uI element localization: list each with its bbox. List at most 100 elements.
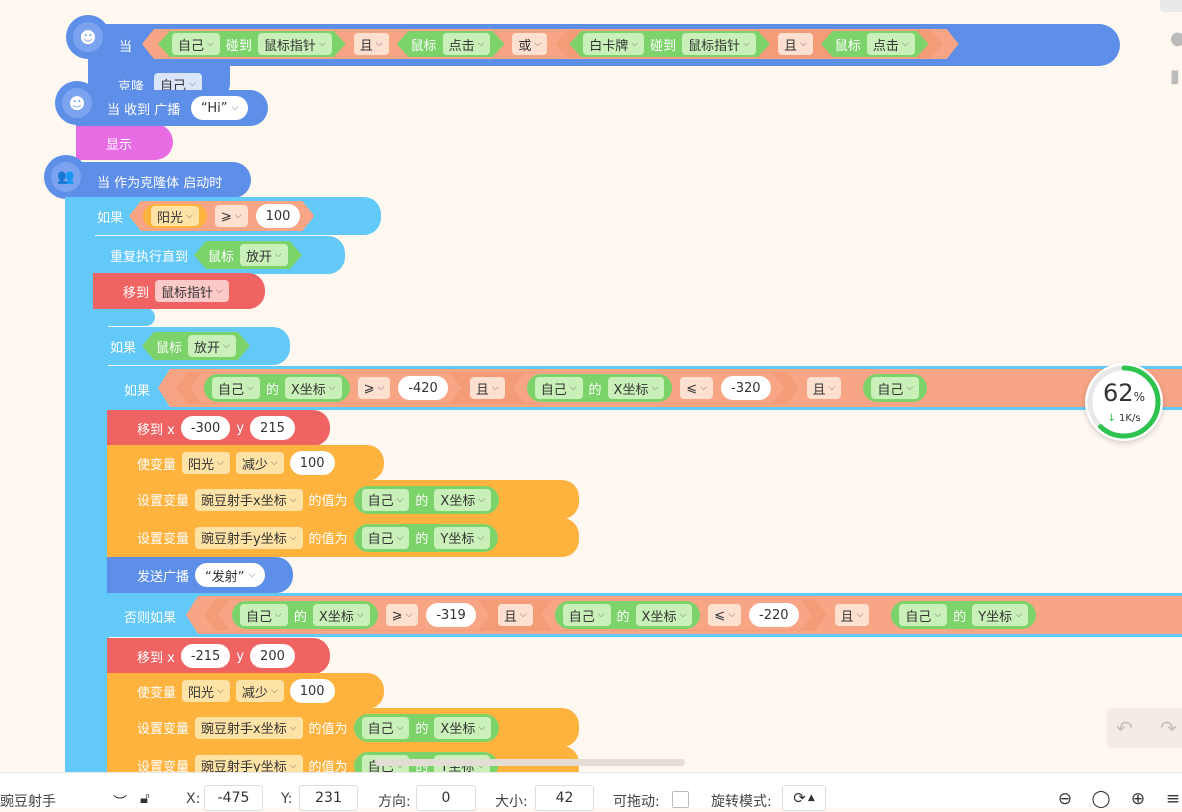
gte-operator-block[interactable]: 阳光⌵ ⩾⌵ 100: [129, 201, 314, 231]
number-input[interactable]: -319: [426, 603, 476, 627]
move-to-block[interactable]: 移到 鼠标指针⌵: [93, 273, 265, 309]
chart-icon[interactable]: ▮: [1170, 66, 1180, 87]
gte-operator-block-2[interactable]: 自己⌵ 的 X坐标⌵ ⩾⌵ -319: [218, 600, 490, 630]
if-else-arm[interactable]: [95, 366, 109, 772]
self-y-reporter[interactable]: 自己⌵: [863, 374, 927, 402]
var-x-dropdown[interactable]: 豌豆射手x坐标⌵: [195, 716, 303, 739]
mouse-pointer-dropdown[interactable]: 鼠标指针⌵: [258, 33, 332, 55]
size-field[interactable]: 42: [535, 785, 594, 811]
move-target-dropdown[interactable]: 鼠标指针⌵: [155, 280, 229, 302]
mouse-release-block[interactable]: 鼠标 放开⌵: [142, 332, 250, 360]
number-input[interactable]: -320: [721, 376, 771, 400]
and-operator-inner[interactable]: 自己⌵ 的 X坐标⌵ ⩾⌵ -420 且⌵ 自己⌵ 的 X坐标⌵ ⩽⌵ -320: [176, 372, 799, 404]
self-x-reporter[interactable]: 自己⌵ 的 X坐标⌵: [527, 374, 673, 402]
if-mouse-release-block[interactable]: 如果 鼠标 放开⌵: [80, 327, 290, 365]
and-operator-dropdown[interactable]: 且⌵: [354, 33, 389, 55]
lte-dropdown[interactable]: ⩽⌵: [680, 377, 713, 399]
mouse-click-block[interactable]: 鼠标 点击⌵: [397, 31, 505, 57]
gte-dropdown[interactable]: ⩾⌵: [215, 205, 248, 227]
and-operator-dropdown[interactable]: 且⌵: [835, 604, 870, 626]
sprite-name[interactable]: 豌豆射手: [0, 794, 56, 810]
decrease-dropdown[interactable]: 减少⌵: [235, 680, 284, 702]
rotation-mode-dropdown[interactable]: ⟳▲: [782, 785, 826, 811]
y-input[interactable]: 200: [250, 644, 295, 668]
microphone-icon[interactable]: ●: [1170, 28, 1182, 49]
horizontal-scrollbar[interactable]: [375, 759, 685, 766]
x-input[interactable]: -300: [180, 416, 231, 440]
gte-operator-block-y[interactable]: 自己⌵: [849, 373, 941, 403]
clone-target-dropdown[interactable]: 自己⌵: [154, 73, 202, 95]
sun-variable-dropdown[interactable]: 阳光⌵: [151, 206, 199, 226]
redo-icon[interactable]: ↷: [1160, 716, 1177, 740]
and-operator-inner-2[interactable]: 自己⌵ 的 X坐标⌵ ⩾⌵ -319 且⌵ 自己⌵ 的 X坐标⌵ ⩽⌵ -220: [204, 599, 827, 631]
eye-closed-icon[interactable]: ︶: [113, 795, 127, 811]
y-coord-dropdown[interactable]: Y坐标⌵: [972, 604, 1028, 626]
self-dropdown[interactable]: 自己⌵: [871, 377, 919, 399]
x-input[interactable]: -215: [180, 644, 231, 668]
repeat-block-foot[interactable]: [80, 308, 155, 326]
x-coord-dropdown[interactable]: X坐标⌵: [636, 604, 693, 626]
release-dropdown[interactable]: 放开⌵: [188, 335, 236, 357]
and-operator-block-2[interactable]: 自己⌵ 的 X坐标⌵ ⩾⌵ -319 且⌵ 自己⌵ 的 X坐标⌵ ⩽⌵ -220…: [186, 596, 1182, 634]
change-variable-block[interactable]: 使变量 阳光⌵ 减少⌵ 100: [107, 445, 384, 481]
draggable-checkbox[interactable]: [672, 791, 689, 808]
self-dropdown[interactable]: 自己⌵: [361, 716, 410, 739]
broadcast-message-dropdown[interactable]: “发射”⌵: [195, 563, 266, 587]
repeat-until-block[interactable]: 重复执行直到 鼠标 放开⌵: [80, 236, 345, 274]
self-x-reporter[interactable]: 自己⌵ 的 X坐标⌵: [353, 713, 500, 742]
and-operator-dropdown[interactable]: 且⌵: [470, 377, 505, 399]
and-operator-block[interactable]: 自己⌵ 的 X坐标⌵ ⩾⌵ -420 且⌵ 自己⌵ 的 X坐标⌵ ⩽⌵ -320…: [158, 369, 1182, 407]
mouse-click-block-2[interactable]: 鼠标 点击⌵: [821, 31, 929, 57]
var-y-dropdown[interactable]: 豌豆射手y坐标⌵: [195, 754, 303, 772]
click-dropdown-2[interactable]: 点击⌵: [867, 33, 915, 55]
var-y-dropdown[interactable]: 豌豆射手y坐标⌵: [195, 526, 303, 549]
x-field[interactable]: -475: [204, 785, 263, 811]
network-gauge[interactable]: 62% ↓ 1K/s: [1085, 363, 1163, 441]
broadcast-message-dropdown[interactable]: “Hi”⌵: [191, 96, 249, 120]
show-block[interactable]: 显示: [76, 124, 173, 160]
self-dropdown[interactable]: 自己⌵: [240, 604, 288, 626]
change-variable-block-2[interactable]: 使变量 阳光⌵ 减少⌵ 100: [107, 673, 384, 709]
sun-variable-reporter[interactable]: 阳光⌵: [143, 204, 207, 228]
and-operator-dropdown-2[interactable]: 且⌵: [778, 33, 813, 55]
self-x-reporter[interactable]: 自己⌵ 的 X坐标⌵: [353, 485, 500, 514]
x-coord-dropdown[interactable]: X坐标⌵: [285, 377, 342, 399]
direction-field[interactable]: 0: [416, 785, 476, 811]
self-dropdown[interactable]: 自己⌵: [361, 526, 410, 549]
self-x-reporter[interactable]: 自己⌵ 的 X坐标⌵: [555, 601, 701, 629]
zoom-out-icon[interactable]: ⊖: [1057, 789, 1073, 809]
x-coord-dropdown[interactable]: X坐标⌵: [434, 488, 492, 511]
self-dropdown[interactable]: 自己⌵: [899, 604, 947, 626]
number-input[interactable]: 100: [289, 451, 335, 475]
x-coord-dropdown[interactable]: X坐标⌵: [434, 716, 492, 739]
sun-variable-dropdown[interactable]: 阳光⌵: [182, 680, 230, 702]
gte-dropdown[interactable]: ⩾⌵: [358, 377, 391, 399]
broadcast-block[interactable]: 发送广播 “发射”⌵: [107, 557, 293, 593]
if-sunlight-block[interactable]: 如果 阳光⌵ ⩾⌵ 100: [65, 197, 381, 235]
mouse-pointer-dropdown-2[interactable]: 鼠标指针⌵: [682, 33, 756, 55]
number-input[interactable]: 100: [289, 679, 335, 703]
lte-dropdown[interactable]: ⩽⌵: [708, 604, 741, 626]
self-dropdown[interactable]: 自己⌵: [212, 377, 260, 399]
gte-operator-block-y2[interactable]: 自己⌵ 的 Y坐标⌵: [877, 600, 1050, 630]
x-coord-dropdown[interactable]: X坐标⌵: [313, 604, 370, 626]
click-dropdown[interactable]: 点击⌵: [443, 33, 491, 55]
lte-operator-block-2[interactable]: 自己⌵ 的 X坐标⌵ ⩽⌵ -220: [541, 600, 813, 630]
move-to-xy-block-2[interactable]: 移到 x -215 y 200: [107, 638, 330, 674]
zoom-in-icon[interactable]: ⊕: [1130, 789, 1146, 809]
x-coord-dropdown[interactable]: X坐标⌵: [608, 377, 665, 399]
self-dropdown[interactable]: 自己⌵: [535, 377, 583, 399]
card-dropdown[interactable]: 白卡牌⌵: [583, 33, 644, 55]
self-y-reporter[interactable]: 自己⌵ 的 Y坐标⌵: [353, 523, 499, 552]
self-dropdown[interactable]: 自己⌵: [361, 488, 410, 511]
y-input[interactable]: 215: [250, 416, 295, 440]
release-dropdown[interactable]: 放开⌵: [240, 244, 288, 266]
and-operator-block[interactable]: 白卡牌⌵ 碰到 鼠标指针⌵ 且⌵ 鼠标 点击⌵: [555, 30, 942, 58]
menu-icon[interactable]: ≡: [1165, 789, 1181, 809]
unlock-icon[interactable]: 🔓︎: [140, 789, 150, 807]
and-operator-dropdown[interactable]: 且⌵: [498, 604, 533, 626]
move-to-xy-block[interactable]: 移到 x -300 y 215: [107, 410, 330, 446]
set-variable-y-block[interactable]: 设置变量 豌豆射手y坐标⌵ 的值为 自己⌵ 的 Y坐标⌵: [107, 518, 579, 557]
gte-operator-block[interactable]: 自己⌵ 的 X坐标⌵ ⩾⌵ -420: [190, 373, 462, 403]
lte-operator-block[interactable]: 自己⌵ 的 X坐标⌵ ⩽⌵ -320: [513, 373, 785, 403]
